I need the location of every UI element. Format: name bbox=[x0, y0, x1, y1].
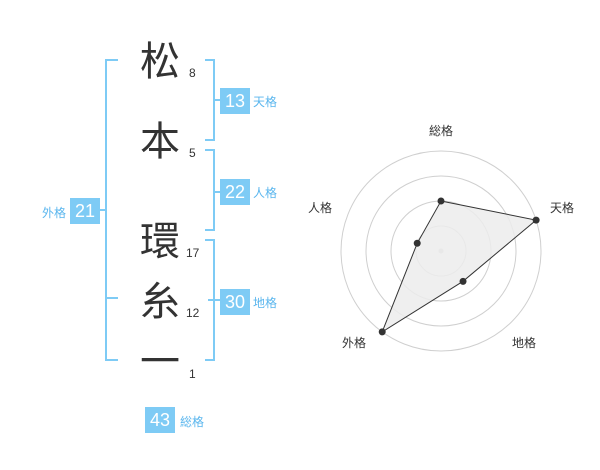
jinkaku-label: 人格 bbox=[253, 186, 278, 200]
jinkaku-bracket bbox=[205, 149, 215, 231]
stroke-count-2: 5 bbox=[189, 146, 196, 160]
radar-ring-3 bbox=[365, 175, 517, 327]
chikaku-badge: 30 bbox=[220, 289, 250, 315]
chikaku-label: 地格 bbox=[253, 296, 278, 310]
radar-label-jinkaku: 人格 bbox=[308, 200, 332, 215]
jinkaku-badge: 22 bbox=[220, 179, 250, 205]
name-char-3: 環 bbox=[140, 219, 180, 265]
radar-label-soukaku: 総格 bbox=[429, 123, 453, 138]
name-char-4: 糸 bbox=[140, 279, 180, 325]
radar-point-1 bbox=[532, 216, 540, 224]
soukaku-badge: 43 bbox=[145, 407, 175, 433]
radar-point-3 bbox=[378, 328, 386, 336]
stroke-count-4: 12 bbox=[186, 306, 200, 320]
radar-ring-4 bbox=[340, 150, 542, 352]
radar-label-gaikaku: 外格 bbox=[342, 335, 366, 350]
tenkaku-label: 天格 bbox=[253, 95, 278, 109]
radar-point-0 bbox=[437, 197, 445, 205]
radar-point-4 bbox=[413, 239, 421, 247]
radar-point-2 bbox=[459, 277, 467, 285]
stroke-count-1: 8 bbox=[189, 66, 196, 80]
soukaku-label: 総格 bbox=[180, 415, 205, 429]
radar-label-chikaku: 地格 bbox=[512, 335, 536, 350]
radar-label-tenkaku: 天格 bbox=[550, 200, 574, 215]
name-char-5: 一 bbox=[140, 339, 180, 385]
stroke-count-5: 1 bbox=[189, 367, 196, 381]
name-char-2: 本 bbox=[140, 119, 180, 165]
gaikaku-badge: 21 bbox=[70, 198, 100, 224]
gaikaku-label: 外格 bbox=[42, 206, 67, 220]
radar-data-polygon bbox=[381, 200, 538, 334]
tenkaku-badge: 13 bbox=[220, 88, 250, 114]
stroke-count-3: 17 bbox=[186, 246, 200, 260]
name-char-1: 松 bbox=[140, 39, 180, 85]
